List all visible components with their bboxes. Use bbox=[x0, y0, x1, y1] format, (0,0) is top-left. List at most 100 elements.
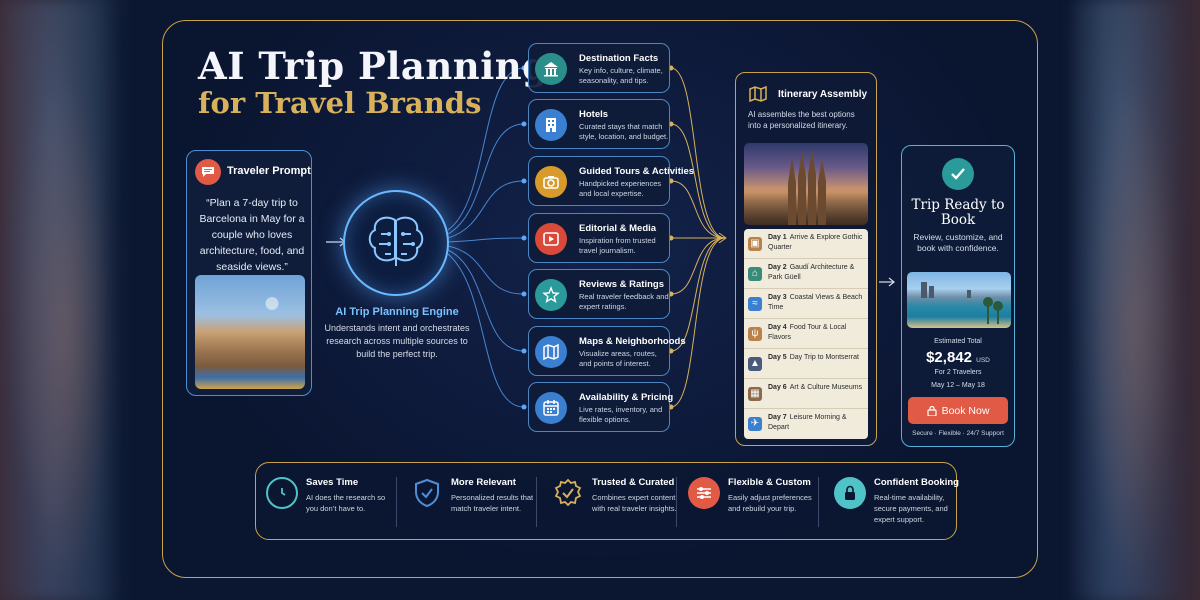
benefit-description: Personalized results that match traveler… bbox=[451, 493, 534, 513]
sagrada-familia-photo bbox=[744, 143, 868, 225]
ai-engine-node bbox=[343, 190, 449, 296]
check-icon bbox=[942, 158, 974, 190]
divider bbox=[818, 477, 819, 527]
book-now-label: Book Now bbox=[941, 404, 990, 417]
day-activity: Gaudí Architecture & Park Güell bbox=[768, 264, 855, 281]
speech-bubble-icon bbox=[195, 159, 221, 185]
hotel-icon bbox=[535, 109, 567, 141]
price-amount: $2,842 bbox=[926, 349, 972, 366]
source-description: Live rates, inventory, and flexible opti… bbox=[579, 405, 663, 424]
traveler-prompt-card: Traveler Prompt “Plan a 7-day trip to Ba… bbox=[186, 150, 312, 396]
park-guell-photo bbox=[195, 275, 305, 389]
source-title: Availability & Pricing bbox=[579, 392, 674, 403]
page-title: AI Trip Planning bbox=[198, 44, 549, 88]
day-number: Day 3 bbox=[768, 294, 787, 301]
background-blur-left bbox=[0, 0, 130, 600]
benefit-title: Flexible & Custom bbox=[728, 477, 811, 488]
wave-icon: ≈ bbox=[748, 297, 762, 311]
day-number: Day 7 bbox=[768, 414, 787, 421]
source-maps-neighborhoods: Maps & Neighborhoods Visualize areas, ro… bbox=[528, 326, 686, 376]
source-destination-facts: Destination Facts Key info, culture, cli… bbox=[528, 43, 670, 93]
day-number: Day 1 bbox=[768, 234, 787, 241]
estimated-total-label: Estimated Total bbox=[934, 338, 982, 345]
benefit-title: Confident Booking bbox=[874, 477, 959, 488]
trip-dates: May 12 – May 18 bbox=[931, 382, 985, 389]
clock-icon bbox=[266, 477, 298, 509]
day-number: Day 5 bbox=[768, 354, 787, 361]
trip-ready-description: Review, customize, and book with confide… bbox=[913, 232, 1003, 253]
source-description: Inspiration from trusted travel journali… bbox=[579, 236, 656, 255]
sliders-icon bbox=[688, 477, 720, 509]
divider bbox=[676, 477, 677, 527]
play-icon bbox=[535, 223, 567, 255]
day-number: Day 4 bbox=[768, 324, 787, 331]
day-activity: Coastal Views & Beach Time bbox=[768, 294, 863, 311]
source-title: Reviews & Ratings bbox=[579, 279, 664, 290]
source-title: Hotels bbox=[579, 109, 609, 120]
source-description: Real traveler feedback and expert rating… bbox=[579, 292, 669, 311]
source-description: Key info, culture, climate, seasonality,… bbox=[579, 66, 663, 85]
plane-icon: ✈ bbox=[748, 417, 762, 431]
benefits-bar: Saves Time AI does the research so you d… bbox=[255, 462, 959, 540]
source-title: Guided Tours & Activities bbox=[579, 166, 695, 177]
trip-ready-card: Trip Ready to Book Review, customize, an… bbox=[901, 145, 1015, 447]
barcelona-beach-photo bbox=[907, 272, 1011, 328]
museum-icon bbox=[535, 53, 567, 85]
benefit-description: Easily adjust preferences and rebuild yo… bbox=[728, 493, 812, 513]
trip-ready-title: Trip Ready to Book bbox=[911, 197, 1005, 228]
source-availability-pricing: Availability & Pricing Live rates, inven… bbox=[528, 382, 674, 432]
day-activity: Arrive & Explore Gothic Quarter bbox=[768, 234, 863, 251]
star-icon bbox=[535, 279, 567, 311]
day-activity: Art & Culture Museums bbox=[789, 384, 863, 391]
book-now-button[interactable]: Book Now bbox=[908, 397, 1008, 424]
price-currency: USD bbox=[976, 357, 990, 364]
brain-circuit-icon bbox=[368, 216, 424, 266]
travelers-count: For 2 Travelers bbox=[934, 369, 982, 376]
calendar-icon bbox=[535, 392, 567, 424]
lock-icon bbox=[926, 405, 937, 416]
map-icon bbox=[748, 85, 768, 108]
source-hotels: Hotels Curated stays that match style, l… bbox=[528, 99, 670, 149]
source-title: Destination Facts bbox=[579, 53, 659, 64]
day-activity: Food Tour & Local Flavors bbox=[768, 324, 847, 341]
source-description: Curated stays that match style, location… bbox=[579, 122, 669, 141]
shield-check-icon bbox=[411, 477, 443, 509]
background-blur-right bbox=[1070, 0, 1200, 600]
source-description: Handpicked experiences and local experti… bbox=[579, 179, 662, 198]
booking-footer-note: Secure · Flexible · 24/7 Support bbox=[912, 430, 1004, 437]
benefit-title: Saves Time bbox=[306, 477, 359, 488]
source-editorial-media: Editorial & Media Inspiration from trust… bbox=[528, 213, 670, 263]
day-activity: Leisure Morning & Depart bbox=[768, 414, 847, 431]
itinerary-assembly-card: Itinerary Assembly AI assembles the best… bbox=[735, 72, 877, 446]
divider bbox=[396, 477, 397, 527]
painting-icon: ▦ bbox=[748, 387, 762, 401]
itinerary-title: Itinerary Assembly bbox=[778, 89, 868, 100]
camera-icon bbox=[535, 166, 567, 198]
engine-description: Understands intent and orchestrates rese… bbox=[324, 323, 470, 359]
price-total: $2,842 USD bbox=[902, 349, 1014, 366]
benefit-description: Real-time availability, secure payments,… bbox=[874, 493, 948, 524]
prompt-title: Traveler Prompt bbox=[227, 165, 311, 177]
source-title: Maps & Neighborhoods bbox=[579, 336, 686, 347]
day-activity: Day Trip to Montserrat bbox=[789, 354, 859, 361]
utensils-icon: ψ bbox=[748, 327, 762, 341]
badge-check-icon bbox=[552, 477, 584, 509]
engine-title: AI Trip Planning Engine bbox=[335, 306, 459, 318]
benefit-description: AI does the research so you don’t have t… bbox=[306, 493, 386, 513]
source-reviews-ratings: Reviews & Ratings Real traveler feedback… bbox=[528, 269, 670, 319]
day-number: Day 6 bbox=[768, 384, 787, 391]
source-guided-tours: Guided Tours & Activities Handpicked exp… bbox=[528, 156, 694, 206]
suitcase-icon: ▣ bbox=[748, 237, 762, 251]
building-icon: ⌂ bbox=[748, 267, 762, 281]
source-title: Editorial & Media bbox=[579, 223, 657, 234]
benefit-title: More Relevant bbox=[451, 477, 516, 488]
day-number: Day 2 bbox=[768, 264, 787, 271]
